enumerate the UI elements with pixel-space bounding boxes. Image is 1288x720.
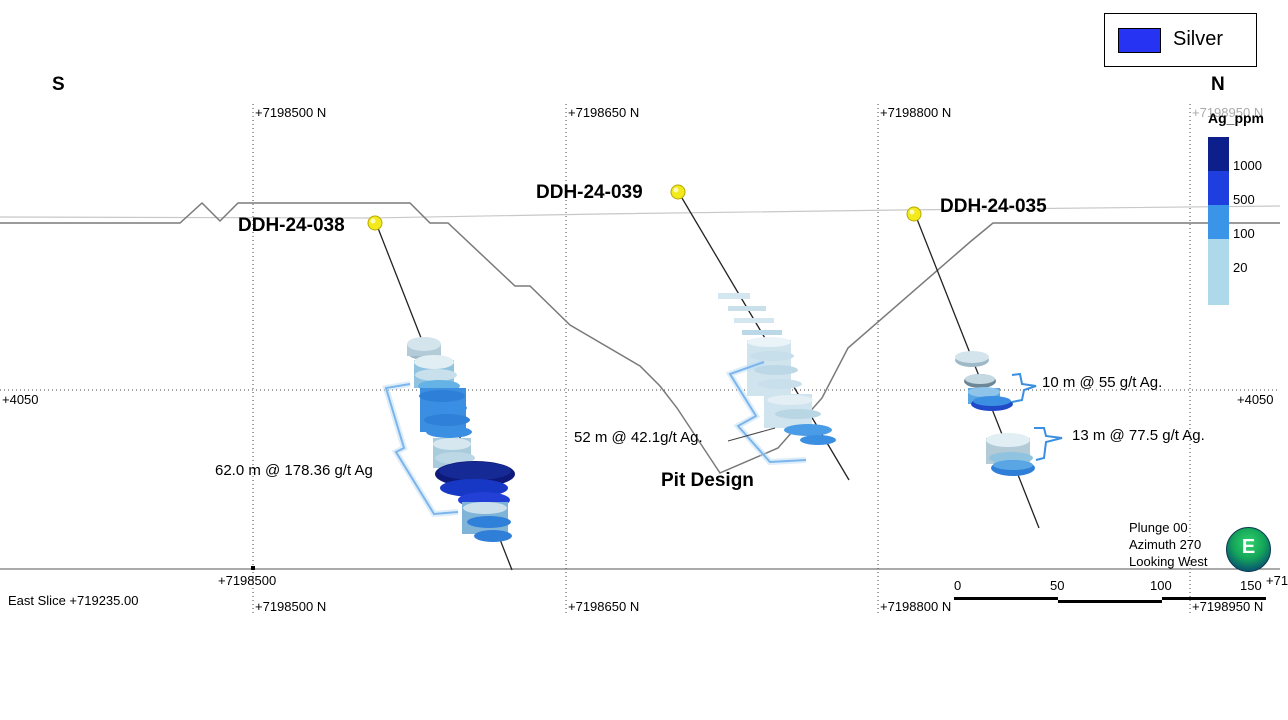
drill-hole-035-label: DDH-24-035 [940, 196, 1047, 217]
edge-fragment: +71 [1266, 573, 1288, 588]
topography-line [0, 205, 1281, 219]
view-looking: Looking West [1129, 554, 1208, 569]
intercept-035-upper: 10 m @ 55 g/t Ag. [1042, 374, 1163, 391]
color-scale-segment-1000 [1208, 137, 1229, 171]
drill-hole-038-graphic [375, 222, 515, 571]
pit-design-label: Pit Design [661, 470, 754, 491]
intersection-039 [718, 293, 836, 445]
grid-label-bottom-4: +7198950 N [1192, 599, 1264, 614]
grid-label-top-1: +7198500 N [255, 105, 327, 120]
scale-tick-50: 50 [1050, 578, 1065, 593]
color-scale-segment-500 [1208, 171, 1229, 205]
grid-label-top-4: +7198950 N [1192, 105, 1264, 120]
collar-035 [906, 206, 922, 222]
grid-label-top-3: +7198800 N [880, 105, 952, 120]
color-scale-bar [1208, 137, 1229, 305]
color-scale-tick-1000: 1000 [1233, 158, 1262, 173]
grid-lines [0, 104, 1280, 615]
south-label: S [52, 74, 65, 95]
color-scale-segment-100 [1208, 205, 1229, 239]
scale-tick-0: 0 [954, 578, 962, 593]
color-scale-segment-20 [1208, 239, 1229, 305]
baseline-marker [251, 566, 255, 570]
color-scale-title: Ag_ppm [1208, 110, 1264, 126]
legend-swatch-silver [1118, 28, 1161, 53]
scale-tick-100: 100 [1150, 578, 1172, 593]
intercept-035-lower: 13 m @ 77.5 g/t Ag. [1072, 427, 1205, 444]
intersection-038 [407, 337, 515, 542]
compass-icon: E [1226, 527, 1271, 572]
pit-design-outline [0, 201, 1280, 474]
bracket-035-upper [1011, 372, 1037, 403]
view-plunge: Plunge 00 [1129, 520, 1188, 535]
slice-label: East Slice +719235.00 [8, 593, 139, 608]
intercept-039: 52 m @ 42.1g/t Ag. [574, 429, 703, 446]
grid-label-bottom-1: +7198500 N [255, 599, 327, 614]
compass-letter: E [1241, 536, 1256, 558]
elevation-label-left: +4050 [2, 392, 39, 407]
drill-hole-038-label: DDH-24-038 [238, 215, 345, 236]
intercept-038: 62.0 m @ 178.36 g/t Ag [215, 462, 373, 479]
axis-label-lower: +7198500 [218, 573, 277, 588]
collar-markers [367, 184, 922, 231]
scale-bar-graphic [954, 597, 1266, 603]
collar-038 [367, 215, 383, 231]
legend-label-silver: Silver [1173, 28, 1224, 50]
intersection-035 [955, 351, 1035, 476]
grid-label-bottom-3: +7198800 N [880, 599, 952, 614]
drill-hole-039-graphic [678, 192, 850, 481]
bracket-035-lower [1034, 427, 1063, 461]
drill-hole-035-graphic [914, 213, 1063, 529]
color-scale-tick-500: 500 [1233, 192, 1255, 207]
scale-tick-150: 150 [1240, 578, 1262, 593]
view-azimuth: Azimuth 270 [1129, 537, 1202, 552]
elevation-label-right: +4050 [1237, 392, 1274, 407]
grid-label-bottom-2: +7198650 N [568, 599, 640, 614]
legend: Silver [1104, 13, 1257, 67]
north-label: N [1211, 74, 1225, 95]
color-scale-tick-100: 100 [1233, 226, 1255, 241]
drill-hole-039-label: DDH-24-039 [536, 182, 643, 203]
collar-039 [670, 184, 686, 200]
grid-label-top-2: +7198650 N [568, 105, 640, 120]
color-scale-tick-20: 20 [1233, 260, 1248, 275]
